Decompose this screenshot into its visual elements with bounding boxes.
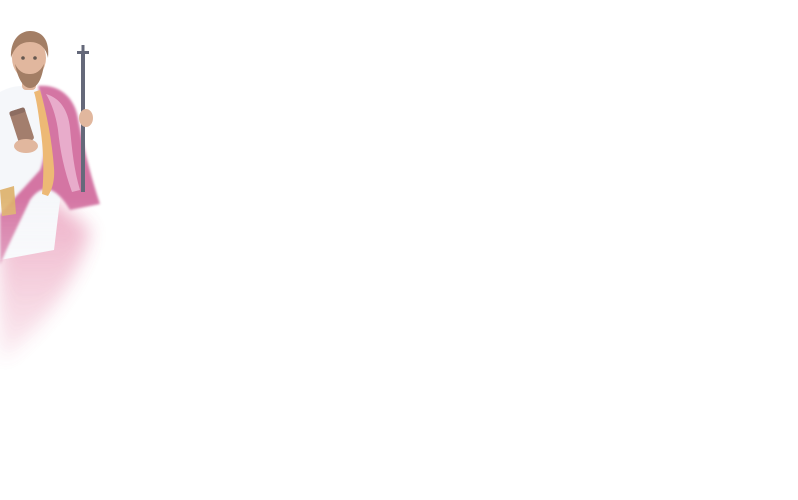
stole: [34, 90, 55, 196]
eye-left: [21, 56, 25, 60]
hand-left: [14, 139, 38, 153]
hand-right: [79, 109, 93, 127]
stole-lower: [0, 186, 16, 216]
saint-illustration: [0, 31, 100, 360]
scroll-icon: [9, 107, 34, 144]
hair: [10, 31, 49, 58]
eye-right: [33, 56, 37, 60]
head: [12, 37, 46, 79]
mantle-highlight: [46, 94, 80, 192]
beard: [15, 64, 44, 88]
